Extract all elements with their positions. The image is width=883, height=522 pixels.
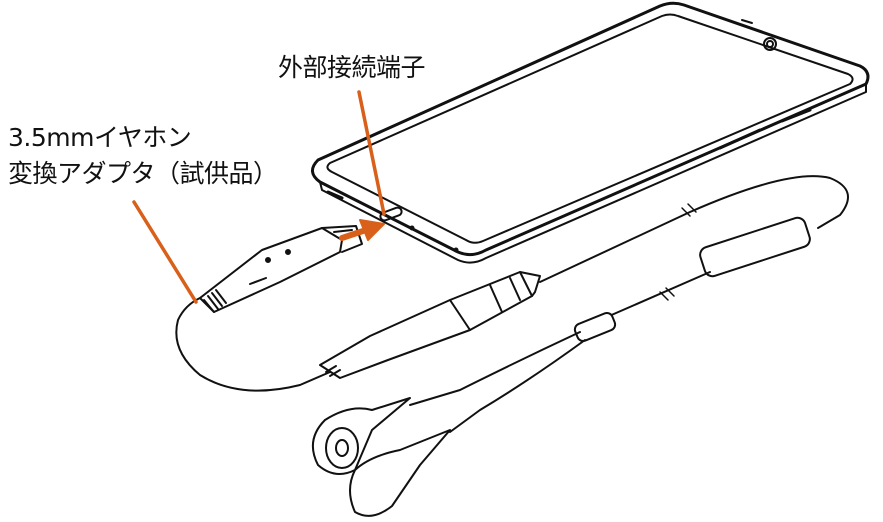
- port-leader-line: [357, 90, 386, 216]
- earphone-plug: [319, 271, 541, 379]
- port-label: 外部接続端子: [278, 53, 426, 82]
- adapter-label-line2: 変換アダプタ（試供品）: [8, 159, 278, 188]
- earphone-cable: [409, 175, 849, 433]
- adapter-leader-line: [132, 200, 198, 304]
- smartphone: [311, 1, 870, 264]
- adapter-label-line1: 3.5mmイヤホン: [8, 123, 192, 152]
- earphone-adapter: [175, 225, 363, 392]
- usb-port: [379, 206, 403, 222]
- earbuds: [311, 397, 451, 517]
- insert-arrow-icon: [339, 219, 385, 241]
